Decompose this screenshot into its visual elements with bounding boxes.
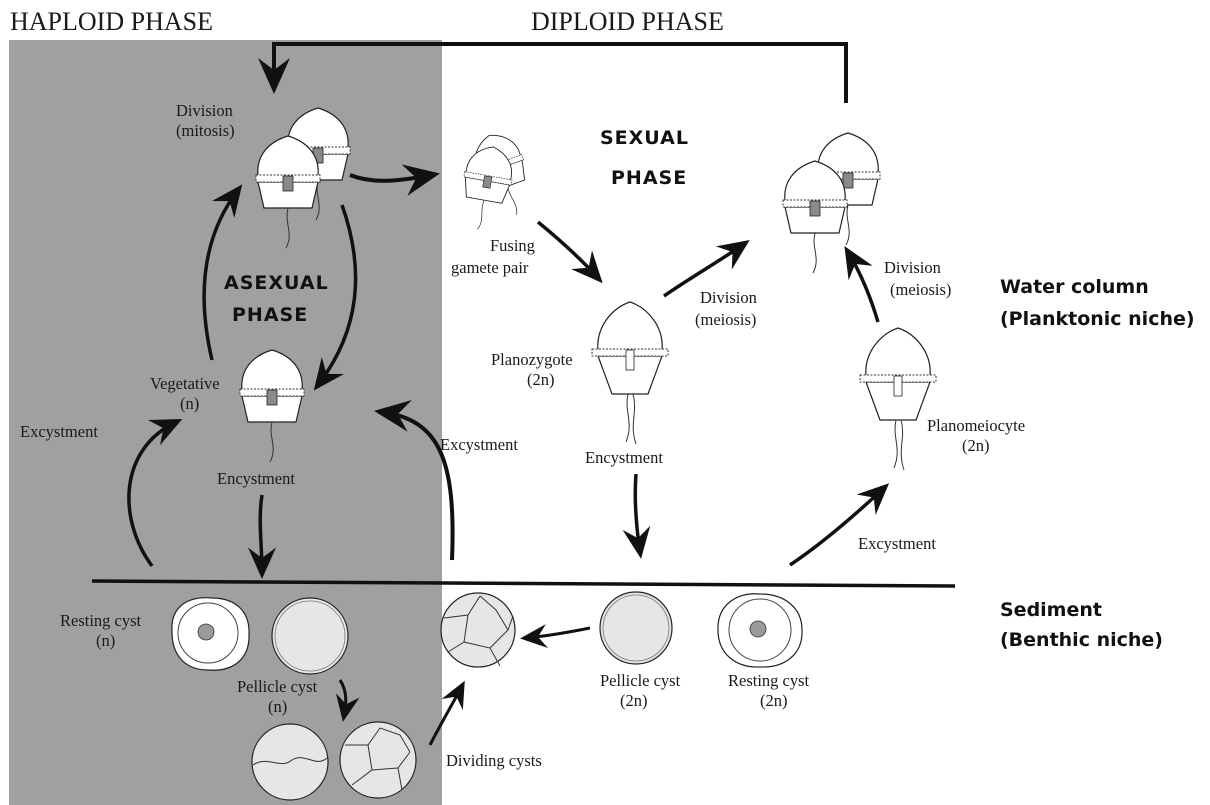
dividing-cyst-1 bbox=[251, 723, 329, 801]
division-meiosis-mid-label: Division(meiosis) bbox=[695, 288, 757, 329]
arrow-encystment-left bbox=[247, 494, 276, 579]
sediment-label: Sediment(Benthic niche) bbox=[1000, 599, 1163, 651]
haploid-phase-header: HAPLOID PHASE bbox=[10, 7, 213, 36]
dividing-cyst-mid bbox=[440, 592, 516, 668]
pellicle-cyst-2n-label: Pellicle cyst(2n) bbox=[600, 671, 681, 710]
pellicle-cyst-n-label: Pellicle cyst(n) bbox=[237, 677, 318, 716]
arrow-excystment-left bbox=[127, 418, 183, 568]
division-meiosis-right-label: Division(meiosis) bbox=[884, 258, 951, 299]
arrow-excystment-mid bbox=[374, 399, 455, 561]
encystment-left-label: Encystment bbox=[217, 469, 295, 488]
arrow-planomeiocyte-to-division bbox=[844, 245, 880, 323]
planomeiocyte-cell bbox=[859, 327, 937, 471]
arrow-fusing-to-planozygote bbox=[536, 220, 603, 284]
resting-cyst-diploid bbox=[717, 593, 803, 668]
resting-cyst-n-label: Resting cyst(n) bbox=[60, 611, 142, 650]
arrow-vegetative-to-division bbox=[202, 184, 243, 361]
fusing-gamete-pair bbox=[454, 126, 541, 235]
resting-cyst-2n-label: Resting cyst(2n) bbox=[728, 671, 810, 710]
excystment-right-label: Excystment bbox=[858, 534, 936, 553]
encystment-mid-label: Encystment bbox=[585, 448, 663, 467]
excystment-mid-label: Excystment bbox=[440, 435, 518, 454]
planozygote-cell bbox=[591, 301, 669, 445]
arrow-division-to-vegetative bbox=[313, 204, 358, 391]
arrow-excystment-right bbox=[789, 483, 890, 567]
arrow-encystment-mid bbox=[622, 473, 651, 559]
haploid-background bbox=[9, 40, 442, 805]
pellicle-cyst-diploid bbox=[599, 591, 673, 665]
dividing-cyst-2 bbox=[339, 721, 417, 799]
arrow-pellicle-to-dividing bbox=[335, 679, 360, 722]
planozygote-label: Planozygote(2n) bbox=[491, 350, 573, 389]
dividing-cells-meiosis bbox=[782, 132, 881, 274]
water-column-label: Water column(Planktonic niche) bbox=[1000, 276, 1195, 330]
return-loop-arrow bbox=[258, 42, 848, 103]
excystment-left-label: Excystment bbox=[20, 422, 98, 441]
arrow-pellicle-to-mid-cyst bbox=[520, 624, 591, 649]
division-mitosis-label: Division(mitosis) bbox=[176, 101, 235, 140]
resting-cyst-haploid bbox=[171, 597, 250, 671]
arrow-division-to-sexual bbox=[349, 164, 440, 196]
dividing-cysts-label: Dividing cysts bbox=[446, 751, 542, 770]
pellicle-cyst-haploid bbox=[271, 597, 349, 675]
diploid-phase-header: DIPLOID PHASE bbox=[531, 7, 724, 36]
arrow-planozygote-to-division bbox=[663, 240, 750, 298]
planomeiocyte-label: Planomeiocyte(2n) bbox=[927, 416, 1025, 455]
vegetative-label: Vegetative(n) bbox=[150, 374, 220, 413]
arrow-dividing-to-mid-cyst bbox=[428, 680, 465, 746]
sediment-boundary-line bbox=[91, 579, 956, 588]
